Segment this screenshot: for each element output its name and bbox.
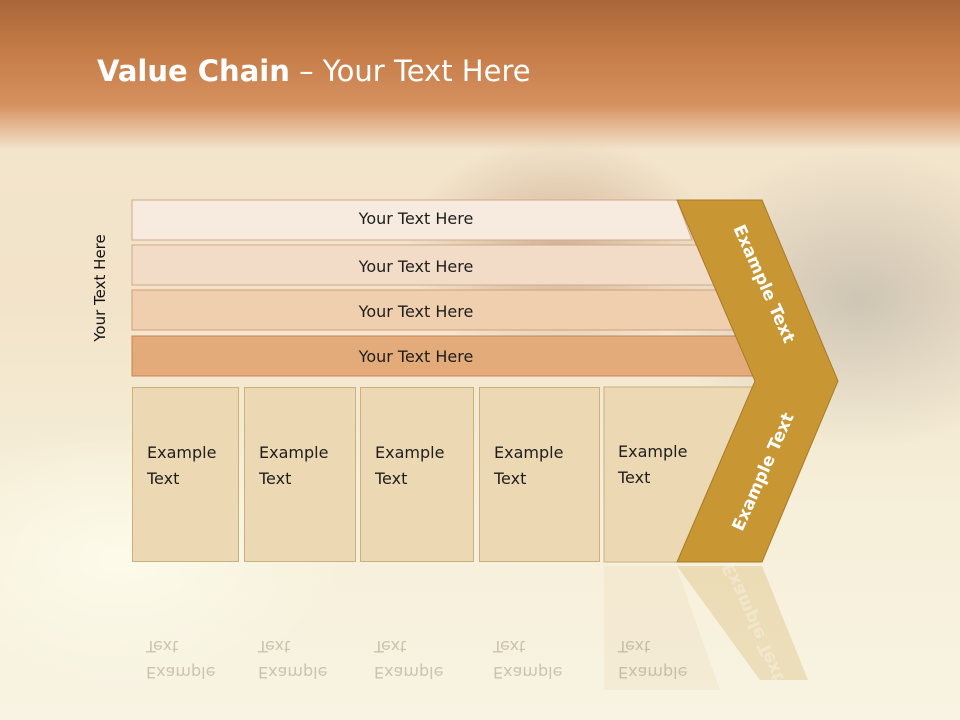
chevron-arrow: [676, 199, 839, 563]
bar-2-label: Your Text Here: [358, 257, 474, 276]
box-5-reflection-text: Example Text: [618, 637, 688, 682]
box-2-reflection-text: Example Text: [258, 637, 328, 682]
activity-box-4: Example Text: [479, 387, 600, 562]
bar-1-label: Your Text Here: [358, 209, 474, 228]
box-4-reflection: Example Text: [479, 575, 600, 695]
bar-1: [131, 199, 693, 241]
activity-box-2-label: Example Text: [259, 443, 329, 488]
header-band: [0, 0, 960, 150]
activity-box-2: Example Text: [244, 387, 356, 562]
box-4-reflection-text: Example Text: [493, 637, 563, 682]
bar-3-label: Your Text Here: [358, 302, 474, 321]
box-5-reflection: Example Text: [604, 575, 694, 695]
title-rest: – Your Text Here: [289, 54, 531, 88]
box-3-reflection-text: Example Text: [374, 637, 444, 682]
activity-box-1-label: Example Text: [147, 443, 217, 488]
activity-box-3: Example Text: [360, 387, 474, 562]
activity-box-4-label: Example Text: [494, 443, 564, 488]
activity-box-1: Example Text: [132, 387, 239, 562]
chevron-reflection: [677, 566, 808, 680]
activity-box-5-label: Example Text: [618, 442, 688, 487]
activity-box-5: Example Text: [604, 387, 694, 562]
activity-box-3-label: Example Text: [375, 443, 445, 488]
box-2-reflection: Example Text: [244, 575, 356, 695]
box-3-reflection: Example Text: [360, 575, 474, 695]
bar-4-label: Your Text Here: [358, 347, 474, 366]
box-5-reflection-shape: [604, 566, 720, 690]
box-1-reflection-text: Example Text: [146, 637, 216, 682]
title-bold: Value Chain: [97, 54, 290, 88]
slide-title: Value Chain – Your Text Here: [97, 54, 531, 88]
box-1-reflection: Example Text: [132, 575, 239, 695]
